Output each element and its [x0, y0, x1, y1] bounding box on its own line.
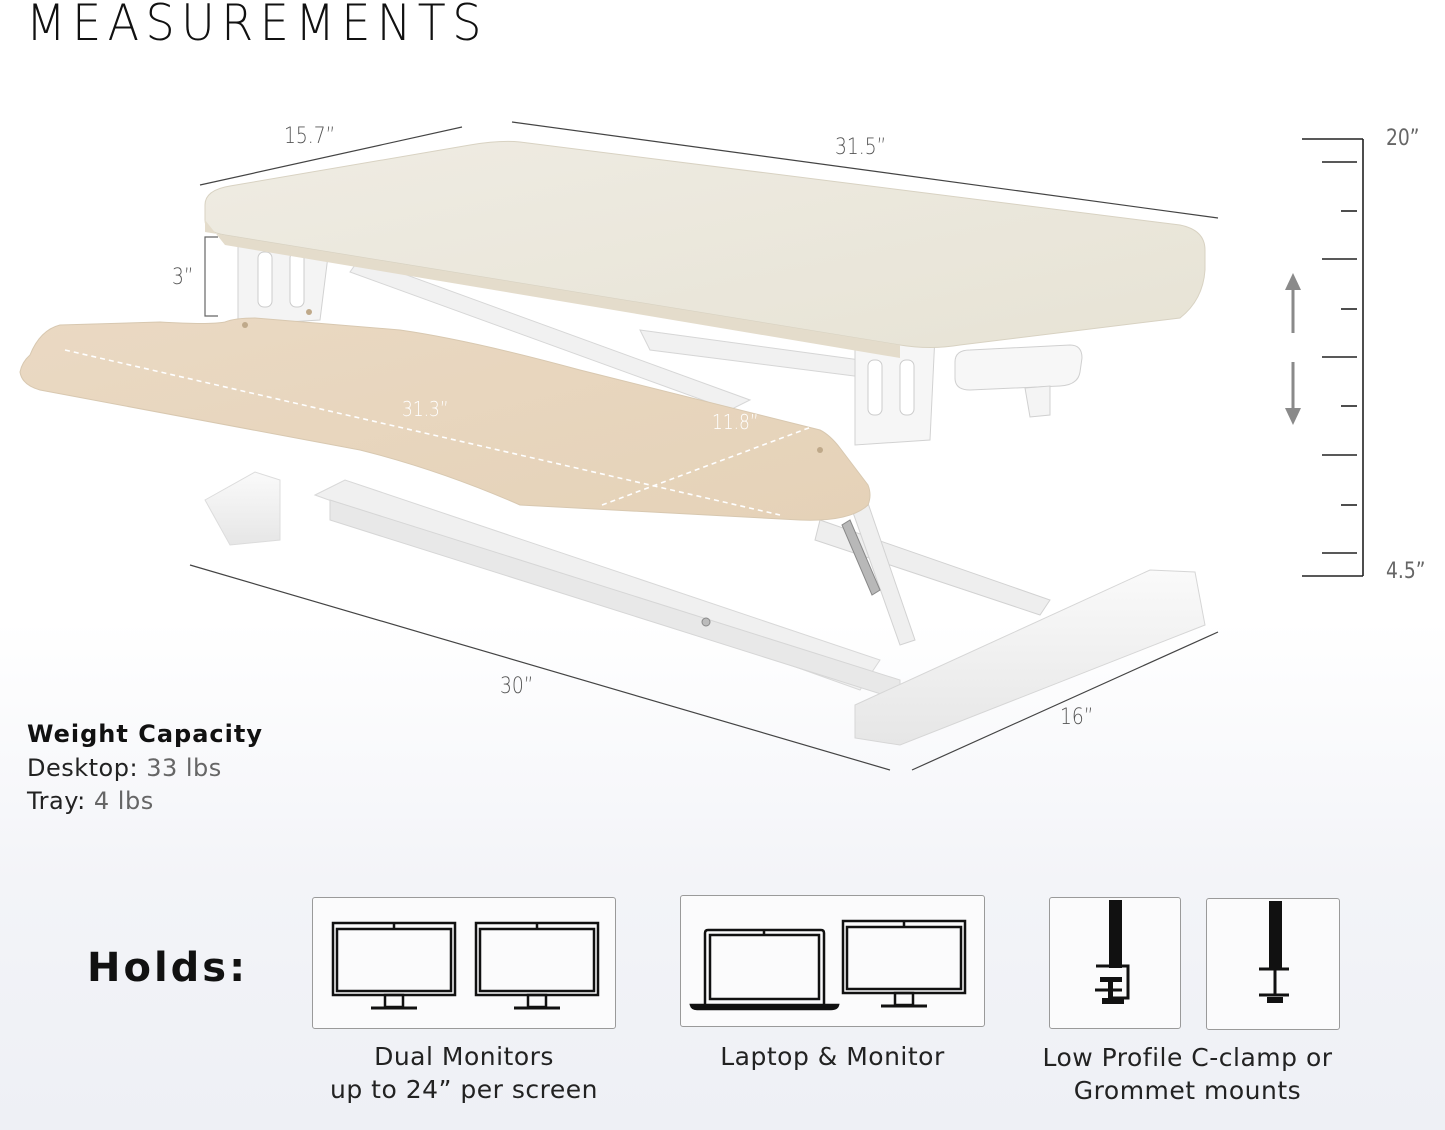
holds-card-grommet — [1206, 898, 1340, 1030]
laptop-monitor-icon — [689, 919, 967, 1011]
dim-base-depth: 16” — [1060, 705, 1094, 730]
weight-capacity: Weight Capacity Desktop: 33 lbs Tray: 4 … — [27, 720, 263, 818]
weight-row-value: 33 lbs — [146, 754, 222, 782]
caption-line: Laptop & Monitor — [720, 1042, 945, 1071]
dim-tray-depth: 11.8” — [712, 410, 759, 434]
arrow-down-icon — [1285, 362, 1301, 425]
dim-desktop-width: 31.5” — [835, 135, 887, 160]
holds-card-dual-monitors — [312, 897, 616, 1029]
weight-row-label: Desktop: — [27, 754, 139, 782]
holds-caption-dual-monitors: Dual Monitors up to 24” per screen — [312, 1040, 616, 1106]
holds-card-laptop-monitor — [680, 895, 985, 1027]
holds-card-c-clamp — [1049, 897, 1181, 1029]
page-title: MEASUREMENTS — [26, 0, 488, 52]
weight-row-desktop: Desktop: 33 lbs — [27, 752, 263, 785]
dim-tray-width: 31.3” — [402, 397, 449, 421]
weight-row-value: 4 lbs — [93, 787, 154, 815]
c-clamp-icon — [1095, 900, 1130, 1004]
dim-desktop-depth: 15.7” — [284, 124, 336, 149]
caption-line: Dual Monitors — [374, 1042, 554, 1071]
holds-label: Holds: — [87, 945, 249, 991]
grommet-icon — [1259, 901, 1289, 1003]
dim-tray-gap: 3” — [172, 265, 194, 290]
arrow-up-icon — [1285, 273, 1301, 333]
dim-base-length: 30” — [500, 674, 534, 699]
weight-row-label: Tray: — [27, 787, 86, 815]
holds-caption-clamp-grommet: Low Profile C-clamp or Grommet mounts — [1030, 1041, 1345, 1107]
height-scale — [1302, 138, 1364, 577]
height-min-label: 4.5” — [1386, 559, 1426, 584]
holds-caption-laptop-monitor: Laptop & Monitor — [680, 1040, 985, 1073]
caption-line: Low Profile C-clamp or — [1042, 1043, 1333, 1072]
height-max-label: 20” — [1386, 126, 1420, 151]
weight-row-tray: Tray: 4 lbs — [27, 785, 263, 818]
weight-capacity-title: Weight Capacity — [27, 720, 263, 748]
dual-monitor-icon — [331, 921, 600, 1010]
caption-line: up to 24” per screen — [330, 1075, 598, 1104]
caption-line: Grommet mounts — [1073, 1076, 1302, 1105]
